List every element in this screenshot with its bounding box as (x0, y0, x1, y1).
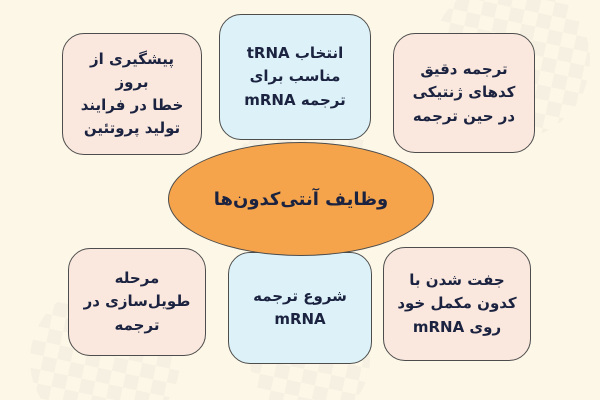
box-top-left: پیشگیری از بروز خطا در فرایند تولید پروت… (62, 33, 202, 155)
box-top-middle-text: انتخاب tRNA مناسب برای ترجمه mRNA (244, 44, 346, 109)
box-bottom-right: جفت شدن با کدون مکمل خود روی mRNA (383, 247, 531, 361)
box-bottom-right-text: جفت شدن با کدون مکمل خود روی mRNA (397, 271, 517, 336)
box-top-right: ترجمه دقیق کدهای ژنتیکی در حین ترجمه (393, 33, 535, 153)
box-bottom-left: مرحله طویل‌سازی در ترجمه (68, 248, 206, 356)
box-top-left-text: پیشگیری از بروز خطا در فرایند تولید پروت… (80, 49, 184, 138)
box-bottom-middle: شروع ترجمه mRNA (228, 252, 372, 364)
box-bottom-middle-text: شروع ترجمه mRNA (253, 286, 347, 328)
box-top-middle: انتخاب tRNA مناسب برای ترجمه mRNA (219, 14, 371, 140)
center-title: وظایف آنتی‌کدون‌ها (213, 188, 389, 210)
box-top-right-text: ترجمه دقیق کدهای ژنتیکی در حین ترجمه (412, 60, 516, 125)
center-ellipse: وظایف آنتی‌کدون‌ها (168, 142, 434, 256)
box-bottom-left-text: مرحله طویل‌سازی در ترجمه (83, 269, 191, 334)
